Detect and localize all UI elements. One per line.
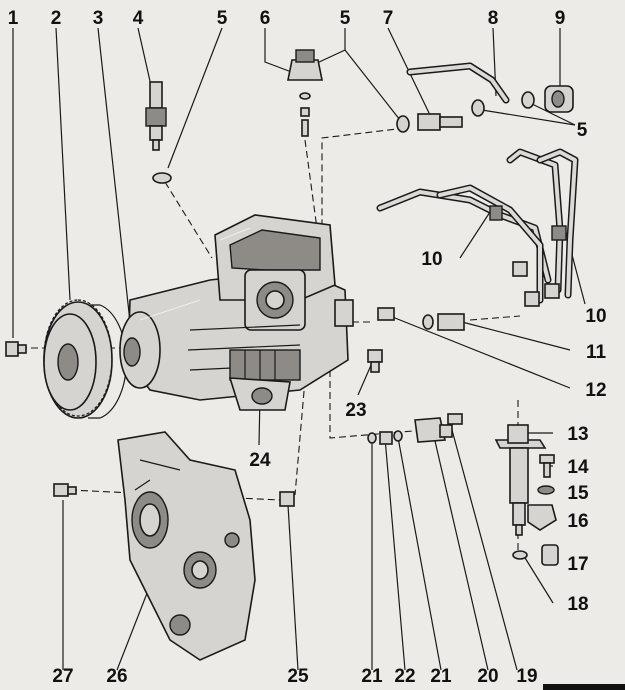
toothed-pulley <box>43 299 127 419</box>
callout-22: 22 <box>394 666 415 687</box>
callout-2: 2 <box>51 8 62 29</box>
callout-14: 14 <box>567 457 589 478</box>
callout-27: 27 <box>52 666 73 687</box>
callout-12: 12 <box>585 380 606 401</box>
callout-10-b: 10 <box>585 306 606 327</box>
callout-17: 17 <box>567 554 588 575</box>
callout-6: 6 <box>260 8 271 29</box>
callout-3: 3 <box>93 8 104 29</box>
fuel-fitting <box>377 307 465 331</box>
callout-15: 15 <box>567 483 589 504</box>
return-line-fittings <box>396 62 574 133</box>
callouts: 1 2 3 4 5 6 5 7 8 9 5 10 10 11 12 23 24 … <box>8 8 607 687</box>
callout-21-b: 21 <box>430 666 452 687</box>
valve <box>287 49 323 137</box>
callout-20: 20 <box>477 666 498 687</box>
mounting-bracket <box>117 431 256 661</box>
callout-25: 25 <box>287 666 309 687</box>
injector <box>494 424 559 566</box>
callout-1: 1 <box>8 8 19 29</box>
callout-26: 26 <box>106 666 127 687</box>
callout-10-a: 10 <box>421 249 442 270</box>
callout-18: 18 <box>567 594 588 615</box>
bracket-bolt <box>53 483 77 497</box>
injection-pipes <box>376 148 579 307</box>
injection-pump <box>119 214 354 401</box>
overflow-valve <box>367 413 463 445</box>
corner-bar <box>543 684 625 690</box>
callout-5-b: 5 <box>340 8 351 29</box>
callout-5-c: 5 <box>577 120 588 141</box>
pump-drive-cover <box>228 377 291 411</box>
callout-21-a: 21 <box>361 666 383 687</box>
callout-11: 11 <box>586 342 607 363</box>
callout-23: 23 <box>345 400 366 421</box>
callout-7: 7 <box>383 8 394 29</box>
callout-13: 13 <box>567 424 588 445</box>
callout-8: 8 <box>488 8 499 29</box>
pulley-bolt <box>5 341 27 357</box>
dowel <box>279 491 295 507</box>
bolt-23 <box>367 349 383 373</box>
sensor <box>145 81 172 184</box>
callout-16: 16 <box>567 511 588 532</box>
callout-4: 4 <box>133 8 144 29</box>
callout-9: 9 <box>555 8 566 29</box>
callout-19: 19 <box>516 666 537 687</box>
callout-24: 24 <box>249 450 271 471</box>
callout-5-a: 5 <box>217 8 228 29</box>
